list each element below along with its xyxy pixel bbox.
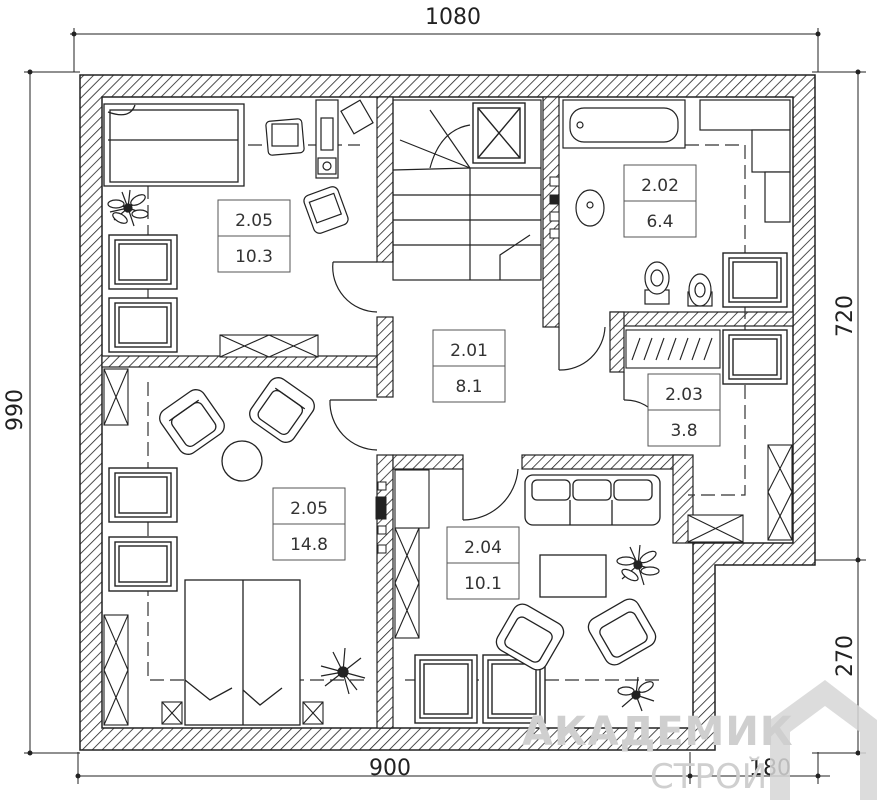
dimension-right-lower: 270 [833, 635, 858, 677]
toilet [644, 261, 670, 305]
room-area: 10.1 [464, 574, 502, 594]
room-number: 2.03 [665, 385, 703, 405]
window-6 [722, 329, 788, 385]
cabinet [699, 99, 791, 131]
window-5 [722, 252, 788, 308]
window-9 [472, 102, 526, 164]
window-8 [482, 654, 546, 724]
window-1 [108, 234, 178, 290]
room-number: 2.01 [450, 341, 488, 361]
cabinets [103, 334, 793, 726]
dimension-right-upper: 720 [833, 295, 858, 337]
desk-area [265, 99, 374, 234]
room-number: 2.04 [464, 538, 502, 558]
single-bed [103, 103, 245, 187]
bidet [687, 273, 713, 307]
sockets-bath [549, 176, 560, 239]
closet-rack [625, 329, 721, 369]
room-label-text: 2.05 10.3 2.01 8.1 2.02 6.4 2.03 3.8 2.0… [235, 176, 703, 594]
room-number: 2.02 [641, 176, 679, 196]
coffee-table [539, 554, 607, 598]
double-bed [184, 579, 301, 726]
room-area: 8.1 [455, 377, 482, 397]
window-7 [414, 654, 478, 724]
sofa [524, 474, 661, 526]
room-labels [217, 164, 721, 600]
dimension-left: 990 [3, 389, 28, 431]
round-table [221, 440, 263, 482]
room-area: 6.4 [646, 212, 673, 232]
dimension-bottom: 900 [369, 756, 411, 781]
window-3 [108, 467, 178, 523]
watermark-logo: АКАДЕМИК СТРОЙ [522, 680, 877, 800]
room-area: 3.8 [670, 421, 697, 441]
staircase [392, 99, 542, 281]
plant-icon [107, 189, 660, 712]
room-area: 10.3 [235, 247, 273, 267]
room-number: 2.05 [290, 499, 328, 519]
watermark-line2: СТРОЙ [650, 756, 767, 797]
dimension-ticks [27, 31, 861, 779]
bathroom-fixtures [562, 99, 791, 307]
doors [329, 261, 661, 521]
window-4 [108, 536, 178, 592]
window-2 [108, 297, 178, 353]
watermark-line1: АКАДЕМИК [522, 709, 794, 755]
dimension-top: 1080 [425, 5, 481, 30]
sockets-hall [375, 481, 387, 554]
armchair-icon [159, 377, 657, 671]
room-area: 14.8 [290, 535, 328, 555]
room-number: 2.05 [235, 211, 273, 231]
windows [108, 102, 788, 724]
